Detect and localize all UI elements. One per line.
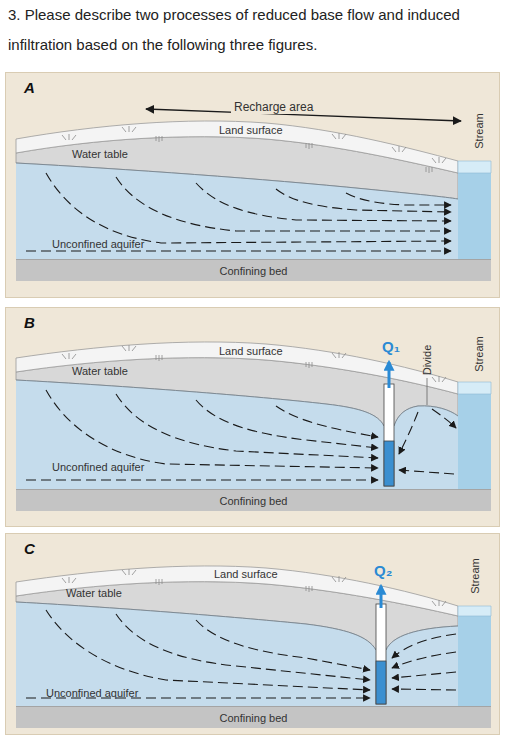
flow-arrow bbox=[392, 652, 456, 668]
recharge-area-label: Recharge area bbox=[231, 101, 316, 114]
confining-bed: Confining bed bbox=[16, 259, 491, 281]
water-table-line bbox=[16, 163, 458, 199]
divide-label: Divide bbox=[421, 345, 434, 376]
aquifer-label: Unconfined aquifer bbox=[46, 687, 138, 700]
figure-panel: B Confining bed Land surfaceWater table Q₁ D… bbox=[5, 307, 500, 527]
water-table-label: Water table bbox=[66, 587, 122, 600]
panel-letter: A bbox=[24, 79, 35, 96]
flow-arrow bbox=[196, 620, 370, 670]
land-surface-label: Land surface bbox=[219, 124, 283, 137]
flow-arrow bbox=[26, 250, 451, 251]
flow-arrow bbox=[276, 189, 451, 212]
question-heading: 3. Please describe two processes of redu… bbox=[8, 0, 504, 60]
confining-bed: Confining bed bbox=[16, 489, 491, 511]
flow-arrow bbox=[26, 479, 378, 480]
layer-label: Confining bed bbox=[220, 495, 288, 507]
flow-arrow bbox=[46, 610, 370, 690]
well-screen bbox=[384, 441, 394, 486]
flow-arrow bbox=[392, 672, 456, 678]
pumping-arrow bbox=[380, 586, 383, 608]
layer-label: Confining bed bbox=[220, 265, 288, 277]
layer-label: Confining bed bbox=[220, 712, 288, 724]
flow-arrow bbox=[116, 614, 370, 680]
water-table-label: Water table bbox=[72, 148, 128, 161]
water-table-label: Water table bbox=[72, 365, 128, 378]
flow-arrow bbox=[432, 409, 456, 428]
land-surface-label: Land surface bbox=[219, 345, 283, 358]
aquifer bbox=[16, 163, 458, 259]
panel-letter: C bbox=[24, 540, 35, 557]
figure-panel: C Confining bed Land surfaceWater table Q₂ S… bbox=[5, 533, 500, 735]
divide-leader bbox=[427, 378, 428, 405]
flow-arrow bbox=[116, 394, 378, 458]
stream-label: Stream bbox=[473, 336, 486, 371]
flow-arrow bbox=[399, 470, 454, 474]
water-table-line bbox=[16, 602, 458, 650]
stream-surface bbox=[458, 382, 491, 394]
aquifer-label: Unconfined aquifer bbox=[52, 238, 144, 251]
land-surface-label: Land surface bbox=[214, 568, 278, 581]
flow-arrows bbox=[26, 173, 451, 251]
flow-arrow bbox=[196, 183, 451, 221]
flow-arrows bbox=[26, 610, 456, 698]
stream-surface bbox=[458, 606, 491, 616]
discharge-label: Q₂ bbox=[374, 562, 392, 579]
land-top-surface bbox=[16, 121, 458, 173]
panel-letter: B bbox=[24, 314, 35, 331]
aquifer bbox=[16, 380, 458, 489]
flow-arrow bbox=[399, 412, 418, 454]
stream-label: Stream bbox=[473, 113, 486, 148]
flow-arrow bbox=[392, 689, 456, 690]
flow-arrow bbox=[116, 177, 451, 231]
flow-arrow bbox=[196, 400, 378, 448]
figure-panel: A Confining bed Recharge areaLand surfaceW… bbox=[5, 72, 500, 298]
stream-surface bbox=[458, 161, 491, 173]
well-casing bbox=[384, 384, 394, 486]
flow-arrow bbox=[392, 634, 456, 658]
stream-channel bbox=[458, 394, 491, 489]
stream-channel bbox=[458, 173, 491, 259]
flow-arrow bbox=[46, 173, 451, 243]
aquifer-label: Unconfined aquifer bbox=[52, 461, 144, 474]
confining-bed: Confining bed bbox=[16, 706, 491, 728]
well-screen bbox=[376, 661, 386, 704]
pumping-arrow bbox=[388, 362, 391, 388]
flow-arrow bbox=[46, 390, 378, 468]
aquifer bbox=[16, 602, 458, 706]
stream-label: Stream bbox=[469, 558, 482, 593]
stream-channel bbox=[458, 616, 491, 706]
aquifer-illustration bbox=[6, 534, 500, 735]
flow-arrow bbox=[276, 406, 378, 437]
flow-arrow bbox=[346, 193, 451, 205]
discharge-label: Q₁ bbox=[382, 338, 400, 355]
well-casing bbox=[376, 604, 386, 704]
